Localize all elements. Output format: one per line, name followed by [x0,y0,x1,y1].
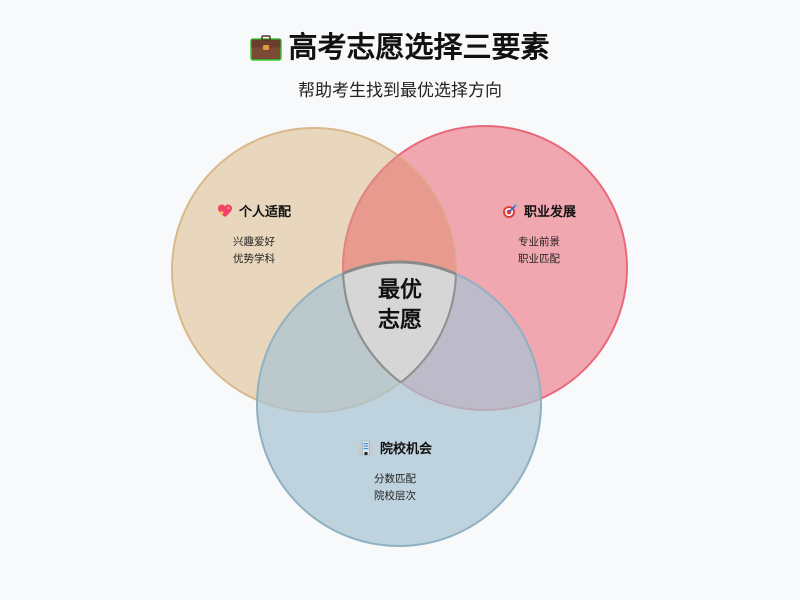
intersection-label: 最优 志愿 [378,276,422,336]
set-label-career-development: 职业发展 专业前景 职业匹配 [502,201,576,268]
set-item: 优势学科 [232,252,275,265]
sparkling-heart-icon [217,203,233,219]
briefcase-icon [250,34,283,61]
intersection-line-1: 最优 [377,278,423,303]
set-item: 兴趣爱好 [232,235,275,248]
set-title: 个人适配 [238,205,292,220]
set-item: 院校层次 [373,489,416,502]
set-item: 职业匹配 [517,252,560,265]
set-label-personal-fit: 个人适配 兴趣爱好 优势学科 [217,201,291,268]
set-label-school-opportunity: 院校机会 分数匹配 院校层次 [358,438,432,505]
subtitle: 帮助考生找到最优选择方向 [298,81,502,101]
target-icon [502,203,518,219]
set-title: 院校机会 [379,442,433,457]
intersection-line-2: 志愿 [377,308,423,333]
title-text: 高考志愿选择三要素 [288,30,550,64]
page-title: 高考志愿选择三要素 [250,24,550,66]
set-item: 分数匹配 [373,472,416,485]
header: 高考志愿选择三要素 帮助考生找到最优选择方向 [0,24,800,101]
set-title: 职业发展 [523,205,577,220]
building-icon [358,440,374,456]
set-item: 专业前景 [517,235,560,248]
